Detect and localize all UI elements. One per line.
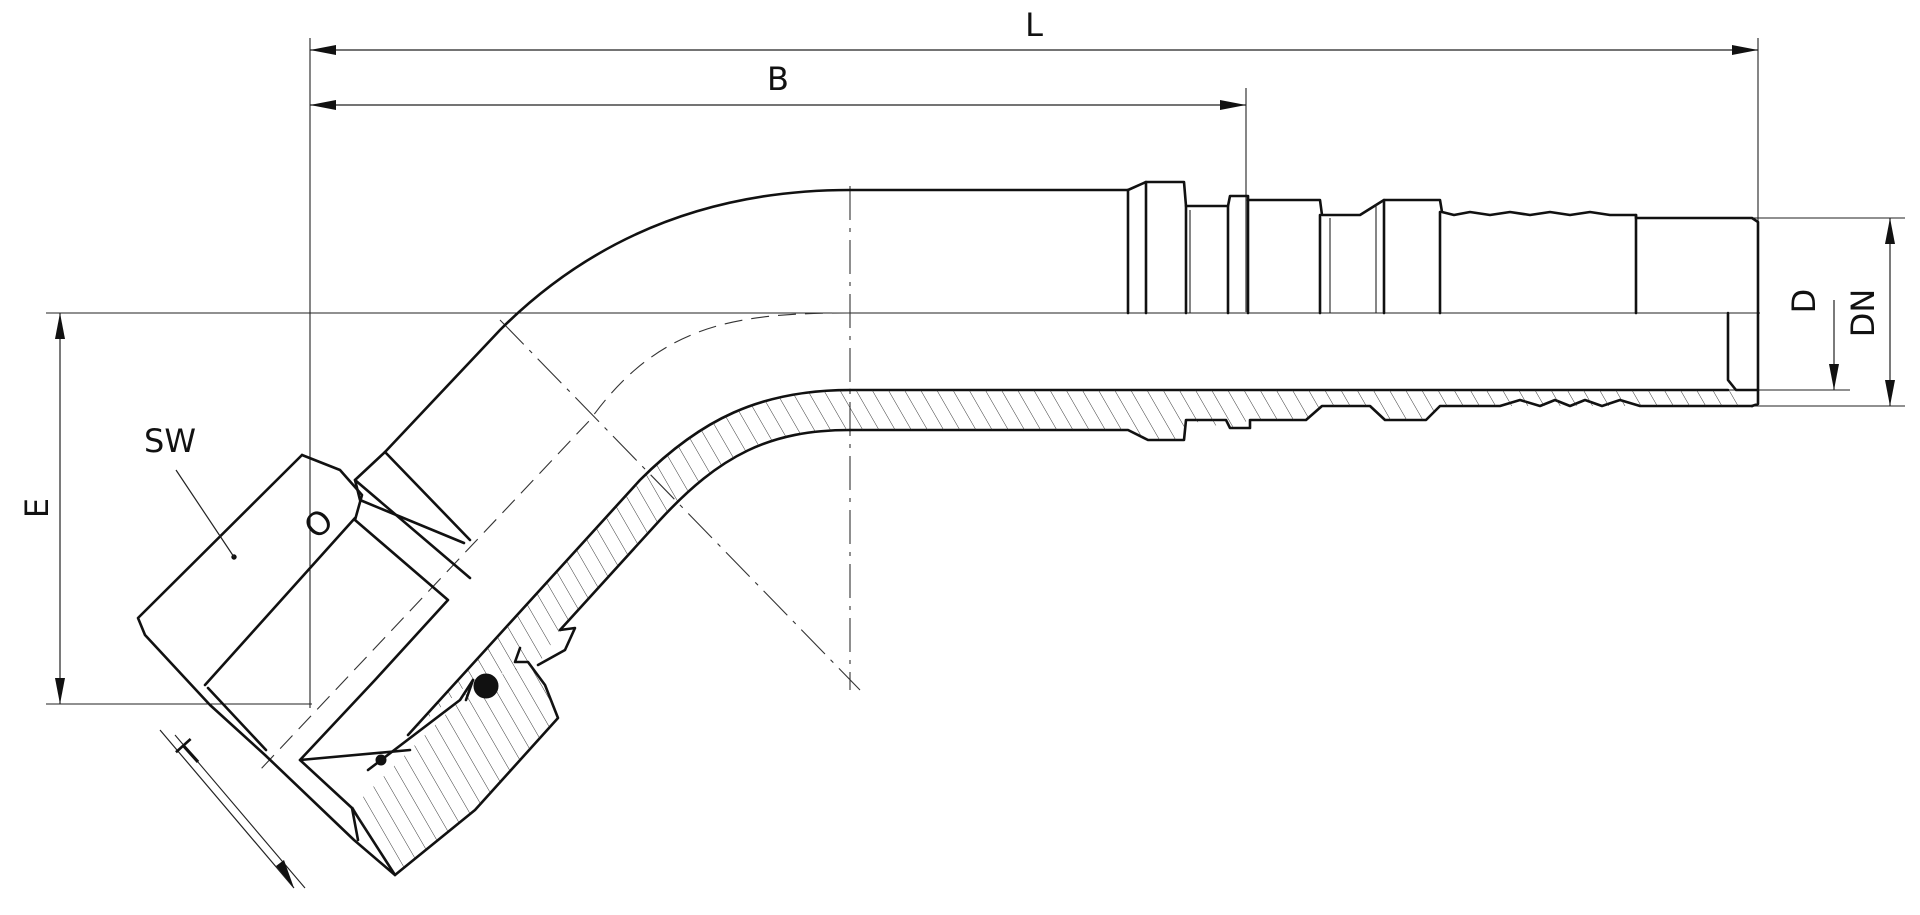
small-seal (375, 754, 387, 766)
label-SW: SW (144, 422, 196, 460)
label-T: T (170, 733, 211, 775)
fitting-body (136, 180, 1760, 877)
label-L: L (1025, 6, 1043, 44)
dimension-lines (55, 45, 1895, 889)
label-D: D (1785, 289, 1823, 314)
o-ring-seal (473, 673, 499, 699)
label-E: E (18, 498, 56, 518)
label-B: B (767, 60, 789, 98)
label-DN: DN (1844, 289, 1882, 338)
center-lines (259, 186, 861, 771)
